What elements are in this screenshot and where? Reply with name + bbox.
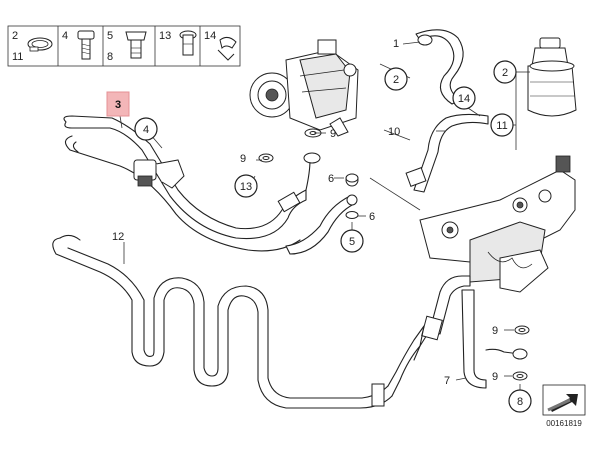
legend-num-2: 2: [12, 30, 18, 42]
callout-9-pump: 9: [330, 128, 336, 140]
suction-hose-clamp: [417, 34, 433, 46]
seal-ring-right-upper: [514, 325, 530, 335]
callout-11-circle: [490, 113, 514, 137]
cooler-return-ferrule: [421, 315, 443, 341]
callout-3: 3: [115, 99, 121, 111]
cooler-loop-outer: [52, 237, 393, 409]
callouts: 1 2 2 14 11 10 3 4 9 9 13 6 6: [106, 38, 532, 413]
clip-icon: [217, 36, 237, 61]
return-hose: [413, 113, 489, 193]
document-number: 00161819: [546, 419, 582, 428]
pressure-hose: [63, 115, 307, 240]
seal-ring-mid: [345, 211, 359, 219]
callout-5-circle: [340, 229, 364, 253]
callout-7: 7: [444, 375, 450, 387]
callout-12: 12: [112, 231, 124, 243]
callout-9-right-lower: 9: [492, 371, 498, 383]
legend-num-5: 5: [107, 30, 113, 42]
banjo-bolt-upper: [345, 173, 359, 183]
return-hose-ferrule: [405, 167, 427, 187]
arrow-shadow: [547, 398, 571, 412]
callout-9-right-upper: 9: [492, 325, 498, 337]
callout-5: 5: [349, 236, 355, 248]
return-line: [461, 289, 487, 389]
callout-13: 13: [240, 181, 252, 193]
steering-gear: [419, 155, 576, 293]
callout-2-reservoir: 2: [502, 67, 508, 79]
cooler-loop-inner: [67, 247, 389, 399]
callout-1: 1: [393, 38, 399, 50]
fluid-reservoir: [527, 37, 577, 117]
legend-num-13: 13: [159, 30, 171, 42]
callout-8: 8: [517, 396, 523, 408]
legend-num-14: 14: [204, 30, 216, 42]
legend-num-8: 8: [107, 51, 113, 63]
callout-4: 4: [143, 124, 149, 136]
feed-line-fitting-lower: [346, 194, 358, 206]
callout-11: 11: [496, 120, 507, 132]
hose-clamp-icon: [27, 37, 53, 52]
callout-14: 14: [458, 93, 470, 105]
legend-strip: 2 11 4 5 8 13: [7, 25, 241, 67]
callout-6-upper: 6: [328, 173, 334, 185]
callout-13-circle: [234, 174, 258, 198]
callout-4-circle: [134, 117, 158, 141]
pump-outlet-line: [305, 159, 311, 191]
cooler-loop-bracket: [371, 383, 385, 407]
return-line-fitting: [512, 348, 528, 360]
banjo-bolt-icon: [125, 31, 147, 59]
bolt-icon: [77, 30, 95, 60]
callout-6-lower: 6: [369, 211, 375, 223]
seal-ring-left: [258, 153, 274, 163]
power-steering-pump: [249, 39, 359, 137]
callout-14-circle: [452, 86, 476, 110]
callout-2-pump: 2: [393, 74, 399, 86]
sleeve-bolt-icon: [179, 30, 197, 56]
callout-10: 10: [388, 126, 400, 138]
legend-num-11: 11: [12, 51, 23, 63]
legend-num-4: 4: [62, 30, 68, 42]
callout-3-highlight: [106, 91, 130, 117]
callout-9-left: 9: [240, 153, 246, 165]
seal-ring-right-lower: [512, 371, 528, 381]
callout-2-circle-reservoir: [493, 60, 517, 84]
document-badge: 00161819: [542, 384, 586, 428]
callout-8-circle: [508, 389, 532, 413]
callout-2-circle-pump: [384, 67, 408, 91]
pressure-switch: [133, 159, 185, 189]
pressure-hose-ferrule: [277, 191, 301, 213]
